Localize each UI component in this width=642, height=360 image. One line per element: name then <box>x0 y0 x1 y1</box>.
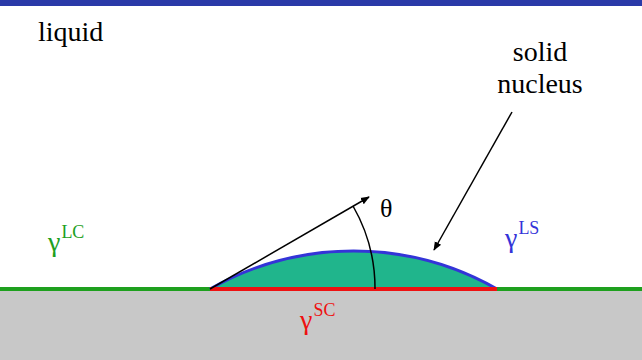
leader-arrow <box>434 112 512 250</box>
substrate <box>0 289 642 360</box>
solid-nucleus-cap <box>210 251 497 289</box>
contact-angle-symbol: θ <box>380 194 392 224</box>
surface-energy-superscript: LC <box>61 222 84 243</box>
liquid-substrate-interface <box>497 287 642 291</box>
angle-arc <box>353 206 375 289</box>
surface-energy-symbol: γ <box>505 222 517 254</box>
surface-energy-symbol: γ <box>48 226 60 258</box>
region-label: liquid <box>38 16 103 48</box>
liquid-substrate-interface <box>0 287 210 291</box>
surface-energy-superscript: LS <box>518 218 539 239</box>
solid-substrate-interface <box>210 287 497 291</box>
liquid-solid-interface <box>210 251 497 289</box>
tangent-arrow <box>210 197 369 289</box>
surface-energy-superscript: SC <box>313 300 335 321</box>
region-label: solid nucleus <box>482 36 598 100</box>
top-border <box>0 0 642 6</box>
surface-energy-symbol: γ <box>300 304 312 336</box>
